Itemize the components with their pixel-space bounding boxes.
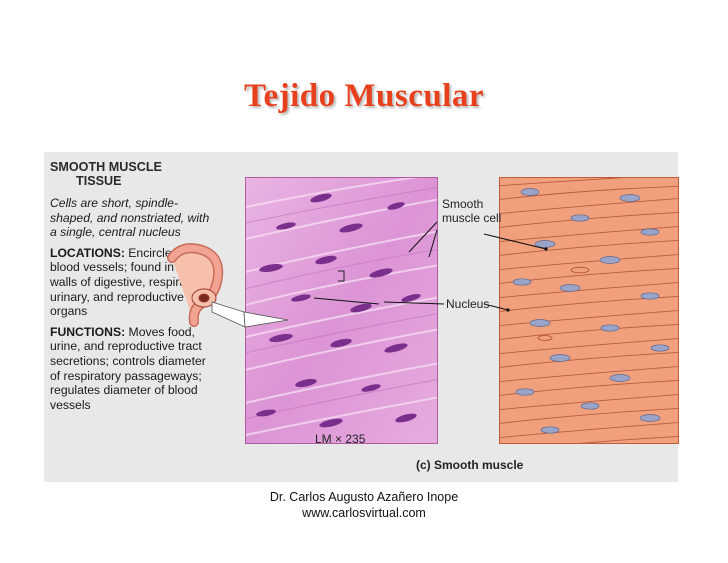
footer: Dr. Carlos Augusto Azañero Inope www.car…: [0, 490, 728, 521]
info-column: SMOOTH MUSCLE TISSUE Cells are short, sp…: [50, 160, 210, 412]
micrograph-image: [245, 177, 438, 444]
website-link[interactable]: www.carlosvirtual.com: [302, 505, 426, 520]
label-smooth-muscle-cell: Smooth muscle cell: [442, 197, 502, 225]
functions-text: FUNCTIONS: Moves food, urine, and reprod…: [50, 325, 210, 413]
cell-description: Cells are short, spindle-shaped, and non…: [50, 196, 210, 240]
figure-caption: (c) Smooth muscle: [416, 458, 524, 472]
functions-label: FUNCTIONS:: [50, 324, 126, 339]
smooth-muscle-illustration: [499, 177, 679, 444]
locations-label: LOCATIONS:: [50, 245, 125, 260]
page-title: Tejido Muscular: [243, 78, 485, 114]
figure-heading: SMOOTH MUSCLE TISSUE: [50, 160, 210, 188]
intestine-diagram: [167, 221, 548, 328]
locations-body: Encircles blood vessels; found in the wa…: [50, 245, 209, 319]
locations-text: LOCATIONS: Encircles blood vessels; foun…: [50, 246, 210, 319]
author-name: Dr. Carlos Augusto Azañero Inope: [269, 490, 459, 504]
smooth-muscle-figure: SMOOTH MUSCLE TISSUE Cells are short, sp…: [44, 152, 679, 482]
heading-line-1: SMOOTH MUSCLE: [50, 160, 162, 174]
label-nucleus: Nucleus: [446, 297, 490, 311]
functions-body: Moves food, urine, and reproductive trac…: [50, 324, 206, 412]
heading-line-2: TISSUE: [76, 174, 122, 188]
magnification-label: LM × 235: [315, 432, 366, 446]
